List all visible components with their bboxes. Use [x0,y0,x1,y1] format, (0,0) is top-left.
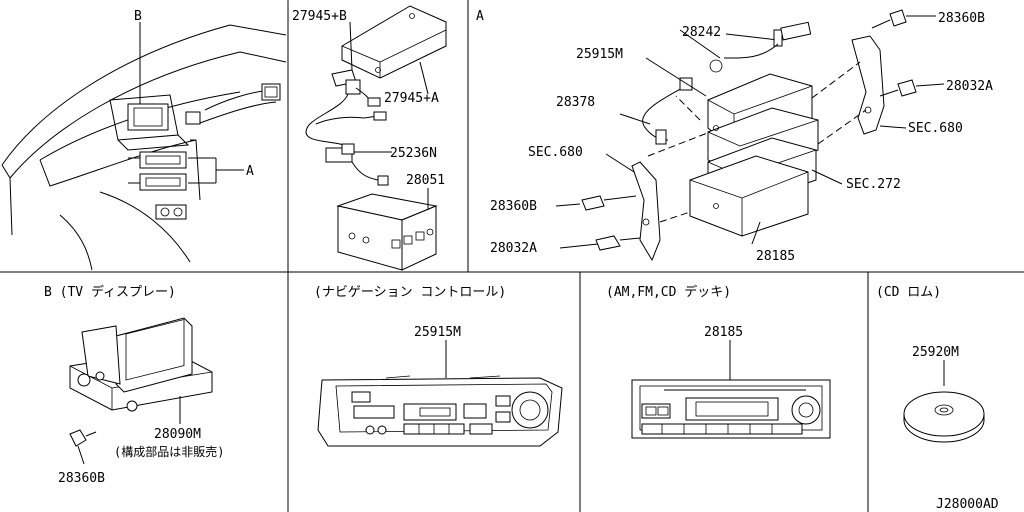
label-28360b-tv: 28360B [58,471,105,486]
label-sec272: SEC.272 [846,177,901,192]
cdrom-drawing [903,360,985,443]
label-28360b-left: 28360B [490,199,537,214]
label-25920m: 25920M [912,345,959,360]
label-28051: 28051 [406,173,445,188]
label-28242: 28242 [682,25,721,40]
nav-control-drawing [317,340,563,447]
label-not-sold-note: (構成部品は非販売) [114,444,224,459]
label-sec680-right: SEC.680 [908,121,963,136]
callout-b: B [134,9,142,24]
diagram-code: J28000AD [936,497,999,512]
label-28378: 28378 [556,95,595,110]
tv-display-drawing [69,317,213,465]
bracket-and-amp-drawing [305,5,447,271]
deck-header: (AM,FM,CD デッキ) [606,284,731,300]
label-28090m: 28090M [154,427,201,442]
label-25915m-nav: 25915M [414,325,461,340]
label-28360b-right: 28360B [938,11,985,26]
section-a-label: A [476,9,484,24]
label-sec680-left: SEC.680 [528,145,583,160]
label-28032a-left: 28032A [490,241,537,256]
tv-display-header: B (TV ディスプレー) [44,284,176,300]
label-25236n: 25236N [390,146,437,161]
label-27945b: 27945+B [292,9,347,24]
nav-control-header: (ナビゲーション コントロール) [314,285,506,300]
cdrom-header: (CD ロム) [876,285,941,300]
section-a-drawing [555,9,945,262]
dashboard-drawing [1,22,287,271]
deck-drawing [631,340,831,439]
label-28032a-right: 28032A [946,79,993,94]
callout-a: A [246,164,254,179]
label-27945a: 27945+A [384,91,439,106]
label-28185-deck: 28185 [704,325,743,340]
label-28185-top: 28185 [756,249,795,264]
label-25915m-top: 25915M [576,47,623,62]
